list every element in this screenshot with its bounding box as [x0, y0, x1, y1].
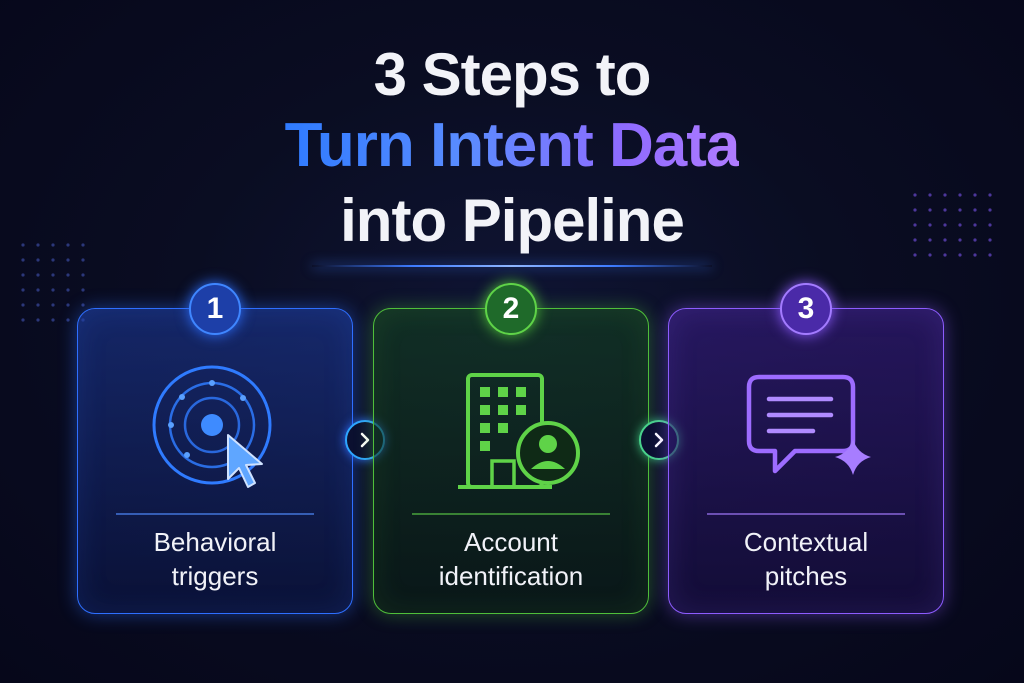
- building-user-icon: [436, 357, 586, 497]
- step-card-2: 2 Account identification: [373, 283, 649, 614]
- title-line-3: into Pipeline: [340, 187, 685, 254]
- step-number-badge-2: 2: [485, 283, 537, 335]
- step-card-3: 3 Contextual pitches: [668, 283, 944, 614]
- step-number-badge-3: 3: [780, 283, 832, 335]
- title-highlight: Turn Intent Data: [284, 111, 741, 180]
- step-label-3: Contextual pitches: [743, 527, 869, 591]
- step-label-1: Behavioral triggers: [153, 527, 277, 591]
- radar-cursor-icon: [140, 357, 290, 497]
- title-underline-glow: [312, 265, 712, 267]
- title-line-2: Turn Intent Data: [0, 110, 1024, 181]
- step-divider-2: [412, 513, 610, 515]
- dot-grid-left: [18, 240, 98, 340]
- step-label-2: Account identification: [438, 527, 584, 591]
- step-divider-3: [707, 513, 905, 515]
- step-number-badge-1: 1: [189, 283, 241, 335]
- dot-grid-right: [910, 190, 1010, 290]
- step-card-1: 1 Behavioral triggers: [77, 283, 353, 614]
- step-divider-1: [116, 513, 314, 515]
- title-line-1: 3 Steps to: [373, 41, 652, 108]
- chat-sparkle-icon: [731, 357, 881, 497]
